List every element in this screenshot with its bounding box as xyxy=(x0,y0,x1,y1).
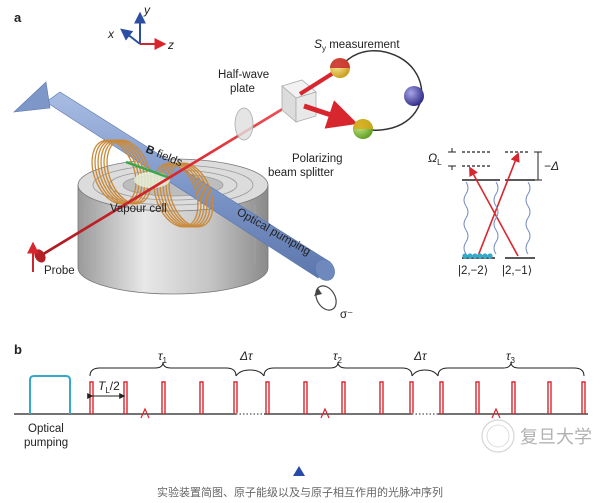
polarizing-label-line1: Polarizing xyxy=(292,153,343,165)
omega-l-label: ΩL xyxy=(428,151,442,167)
half-wave-label-line2: plate xyxy=(230,83,255,95)
b-field-coil-right xyxy=(153,162,214,228)
probe-pulse xyxy=(123,381,128,414)
probe-pulse xyxy=(511,381,516,414)
tau-3-label: τ3 xyxy=(506,349,516,365)
probe-pulse xyxy=(265,381,270,414)
probe-pulse xyxy=(581,381,586,414)
probe-pulse xyxy=(233,381,238,414)
vapour-cell-label: Vapour cell xyxy=(110,203,167,215)
balanced-detector xyxy=(330,49,424,139)
sigma-minus-polarization: σ⁻ xyxy=(314,285,353,321)
half-period-label: TL/2 xyxy=(98,379,120,395)
sy-measurement-label: Sy measurement xyxy=(314,37,400,53)
sigma-minus-label: σ⁻ xyxy=(340,309,353,321)
watermark-text: 复旦大学 xyxy=(520,427,592,447)
optical-pumping-pulse xyxy=(29,375,71,414)
probe-pulse xyxy=(341,381,346,414)
tau-braces xyxy=(89,361,585,377)
delta-tau-2-label: Δτ xyxy=(413,349,428,363)
energy-level-diagram xyxy=(448,148,542,259)
delta-tau-1-label: Δτ xyxy=(239,349,254,363)
half-wave-plate xyxy=(234,107,254,141)
pulse-break-mark xyxy=(320,407,330,419)
figure-svg: a y z x xyxy=(13,3,592,453)
optical-pumping-beam xyxy=(13,81,335,281)
university-watermark: 复旦大学 xyxy=(481,419,592,453)
polarizing-label-line2: beam splitter xyxy=(268,167,334,179)
probe-pulse xyxy=(89,381,94,414)
optical-label-line1: Optical xyxy=(28,423,64,435)
figure-caption: 实验装置简图、原子能级以及与原子相互作用的光脉冲序列 xyxy=(157,487,443,499)
half-wave-label-line1: Half-wave xyxy=(218,69,269,81)
probe-label: Probe xyxy=(44,265,75,277)
coordinate-axes: y z x xyxy=(107,3,174,52)
probe-pulse xyxy=(439,381,444,414)
probe-pulse xyxy=(475,381,480,414)
pulse-ticks xyxy=(140,407,501,419)
panel-a-label: a xyxy=(14,10,22,25)
pulse-break-mark xyxy=(140,407,150,419)
state-2-minus2-label: |2,−2⟩ xyxy=(458,265,488,277)
probe-pulse xyxy=(199,381,204,414)
tau-1-label: τ1 xyxy=(158,349,168,365)
axis-z-label: z xyxy=(167,38,174,52)
tau-2-label: τ2 xyxy=(333,349,343,365)
probe-pulse xyxy=(379,381,384,414)
split-beams xyxy=(298,68,358,129)
pulse-break-mark xyxy=(491,407,501,419)
probe-pulse-train xyxy=(89,381,586,414)
state-2-minus1-label: |2,−1⟩ xyxy=(502,265,532,277)
optical-label-line2: pumping xyxy=(24,437,68,449)
probe-pulse xyxy=(409,381,414,414)
probe-pulse xyxy=(547,381,552,414)
axis-x-label: x xyxy=(107,27,115,41)
caption-triangle-icon xyxy=(293,466,305,476)
probe-pulse xyxy=(161,381,166,414)
probe-pulse xyxy=(303,381,308,414)
panel-b-label: b xyxy=(14,342,22,357)
polarizing-beam-splitter xyxy=(281,79,317,123)
axis-y-label: y xyxy=(143,3,151,17)
delta-label: −Δ xyxy=(544,159,559,173)
